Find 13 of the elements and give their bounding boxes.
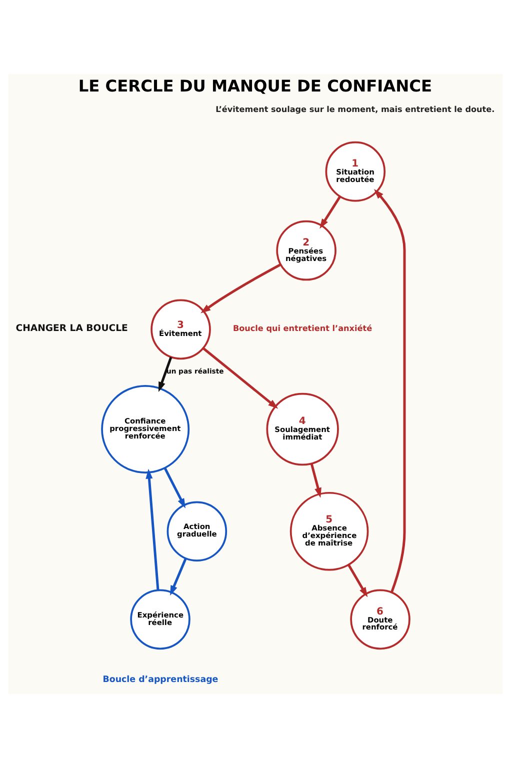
diagram-title: LE CERCLE DU MANQUE DE CONFIANCE	[78, 76, 432, 96]
arrow	[146, 468, 160, 590]
label: CHANGER LA BOUCLE	[16, 322, 128, 334]
arrow	[200, 264, 282, 314]
label: Boucle d’apprentissage	[102, 675, 218, 686]
arrow	[374, 189, 406, 593]
arrow	[320, 196, 342, 229]
arrow	[310, 463, 322, 498]
arrow	[202, 347, 278, 409]
arrow	[170, 558, 187, 596]
arrow	[158, 356, 172, 392]
arrow	[348, 564, 368, 598]
arrow	[164, 467, 186, 508]
